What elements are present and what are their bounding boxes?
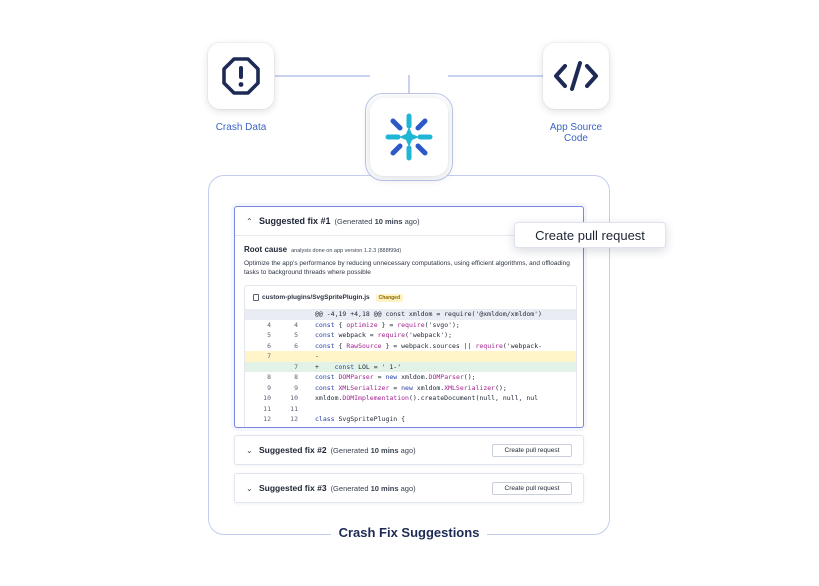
fix-2-create-pull-request-button[interactable]: Create pull request <box>492 444 572 457</box>
suggested-fix-3-title: Suggested fix #3 <box>259 483 327 493</box>
new-line-number: 12 <box>290 415 298 423</box>
hub-tile <box>370 98 448 176</box>
diff-line: 8 8 const DOMParser = new xmldom.DOMParser… <box>245 372 576 383</box>
app-source-label-line1: App Source <box>549 122 603 133</box>
app-source-label: App Source Code <box>543 122 609 144</box>
app-source-tile <box>543 43 609 109</box>
diff-line: 9 9 const XMLSerializer = new xmldom.XMLSe… <box>245 383 576 394</box>
suggested-fix-3-generated: (Generated 10 mins ago) <box>330 483 416 493</box>
diff-line: 4 4 const { optimize } = require('svgo'); <box>245 320 576 331</box>
old-line-number: 12 <box>263 415 271 423</box>
code-text: const { RawSource } = webpack.sources ||… <box>315 341 543 350</box>
suggested-fix-2-title: Suggested fix #2 <box>259 445 327 455</box>
new-line-number: 11 <box>290 404 298 413</box>
diff-line: 10 10 xmldom.DOMImplementation().createDoc… <box>245 393 576 404</box>
new-line-number: 5 <box>294 331 298 339</box>
code-text <box>298 404 315 415</box>
diff-line: 12 12 class SvgSpritePlugin { <box>245 414 576 425</box>
code-text: - <box>315 352 319 360</box>
connector-top <box>408 75 410 95</box>
code-text: class SvgSpritePlugin { <box>315 415 406 423</box>
old-line-number: 9 <box>267 383 271 392</box>
old-line-number: 5 <box>267 331 271 339</box>
connector-left <box>275 75 370 77</box>
old-line-number: 13 <box>245 425 271 428</box>
chevron-up-icon: ⌃ <box>246 216 253 226</box>
sparkle-logo-icon <box>385 113 433 161</box>
crash-data-label: Crash Data <box>215 122 267 133</box>
old-line-number: 10 <box>263 394 271 402</box>
code-text: xmldom.DOMImplementation().createDocumen… <box>315 394 539 402</box>
code-text: const DOMParser = new xmldom.DOMParser()… <box>315 373 476 381</box>
root-cause-row: Root cause analysis done on app version … <box>244 245 401 254</box>
new-line-number: 7 <box>294 362 298 371</box>
new-line-number: 4 <box>294 320 298 329</box>
fix-3-create-pull-request-button[interactable]: Create pull request <box>492 482 572 495</box>
file-icon <box>253 294 259 301</box>
new-line-number: 13 <box>271 425 298 428</box>
diff-line: 1313 constructor(options) { <box>245 425 576 428</box>
code-text: constructor(options) { <box>298 425 409 428</box>
code-diff: custom-plugins/SvgSpritePlugin.js Change… <box>244 285 577 428</box>
create-pull-request-button[interactable]: Create pull request <box>514 222 666 248</box>
old-line-number: 4 <box>267 320 271 329</box>
diff-line: 5 5 const webpack = require('webpack'); <box>245 330 576 341</box>
code-text: const { optimize } = require('svgo'); <box>315 320 460 329</box>
code-brackets-icon <box>554 61 598 91</box>
diff-file-row: custom-plugins/SvgSpritePlugin.js Change… <box>245 286 576 309</box>
root-cause-description: Optimize the app's performance by reduci… <box>244 260 570 276</box>
old-line-number: 7 <box>267 352 271 360</box>
diff-line: 7- <box>245 351 576 362</box>
alert-octagon-icon <box>222 57 260 95</box>
suggested-fix-1-header[interactable]: ⌃ Suggested fix #1 (Generated 10 mins ag… <box>235 207 583 236</box>
old-line-number: 8 <box>267 373 271 381</box>
diff-line: 6 6 const { RawSource } = webpack.sources … <box>245 341 576 352</box>
old-line-number: 11 <box>263 404 271 413</box>
suggested-fix-1-generated: (Generated 10 mins ago) <box>334 216 420 226</box>
connector-right <box>448 75 543 77</box>
new-line-number: 10 <box>290 394 298 402</box>
suggested-fix-2-card[interactable]: ⌄ Suggested fix #2 (Generated 10 mins ag… <box>234 435 584 465</box>
crash-data-tile <box>208 43 274 109</box>
diff-file-name: custom-plugins/SvgSpritePlugin.js <box>262 294 370 301</box>
chevron-down-icon: ⌄ <box>246 483 253 493</box>
app-source-label-line2: Code <box>564 133 588 144</box>
old-line-number <box>245 362 271 373</box>
code-text: const webpack = require('webpack'); <box>315 331 452 339</box>
root-cause-label: Root cause <box>244 245 288 254</box>
new-line-number: 8 <box>294 373 298 381</box>
new-line-number <box>271 351 298 362</box>
diff-line: 7 + const LOL = ' 1-' <box>245 361 576 373</box>
diff-line: 11 11 <box>245 404 576 415</box>
suggested-fix-1-title: Suggested fix #1 <box>259 216 331 226</box>
suggested-fix-3-card[interactable]: ⌄ Suggested fix #3 (Generated 10 mins ag… <box>234 473 584 503</box>
diff-hunk-header: @@ -4,19 +4,18 @@ const xmldom = require… <box>245 309 576 320</box>
new-line-number: 9 <box>294 383 298 392</box>
new-line-number: 6 <box>294 341 298 350</box>
panel-title: Crash Fix Suggestions <box>331 523 487 543</box>
old-line-number: 6 <box>267 341 271 350</box>
code-text: + const LOL = ' 1-' <box>315 362 402 371</box>
root-cause-version: analysis done on app version 1.2.3 (888f… <box>291 248 402 254</box>
chevron-down-icon: ⌄ <box>246 445 253 455</box>
diff-lines: @@ -4,19 +4,18 @@ const xmldom = require… <box>245 309 576 428</box>
changed-badge: Changed <box>375 293 404 302</box>
code-text: const XMLSerializer = new xmldom.XMLSeri… <box>315 383 507 392</box>
suggested-fix-2-generated: (Generated 10 mins ago) <box>330 445 416 455</box>
